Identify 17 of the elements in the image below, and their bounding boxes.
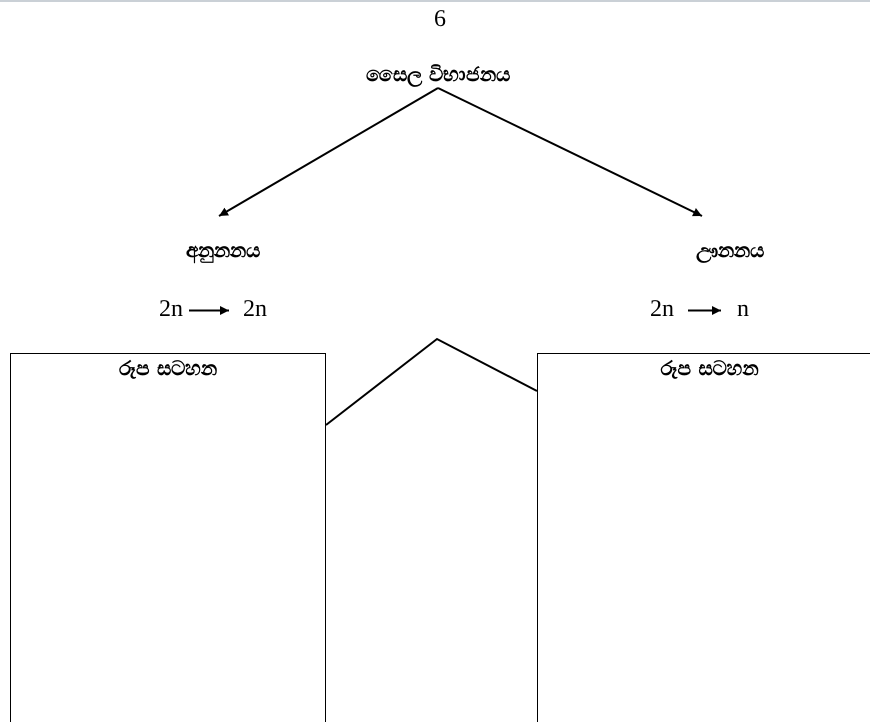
branch-heading: අනුනනය [186, 238, 260, 262]
arrow [218, 87, 438, 217]
topic-heading: සෛල විභාජනය [366, 62, 510, 86]
chromosome-number: 2n [650, 296, 674, 323]
connector-line [325, 338, 538, 426]
chromosome-number: 2n [159, 296, 183, 323]
drawing-box [537, 353, 870, 722]
page-number: 6 [434, 6, 446, 33]
box-heading: රූප සටහන [118, 355, 218, 380]
branch-heading: ඌනනය [696, 238, 764, 262]
drawing-box [10, 353, 326, 722]
arrow [438, 87, 702, 217]
arrow [688, 306, 721, 315]
arrow [189, 306, 229, 315]
box-heading: රූප සටහන [660, 355, 760, 380]
chromosome-number: 2n [243, 296, 267, 323]
chromosome-number: n [737, 296, 749, 323]
